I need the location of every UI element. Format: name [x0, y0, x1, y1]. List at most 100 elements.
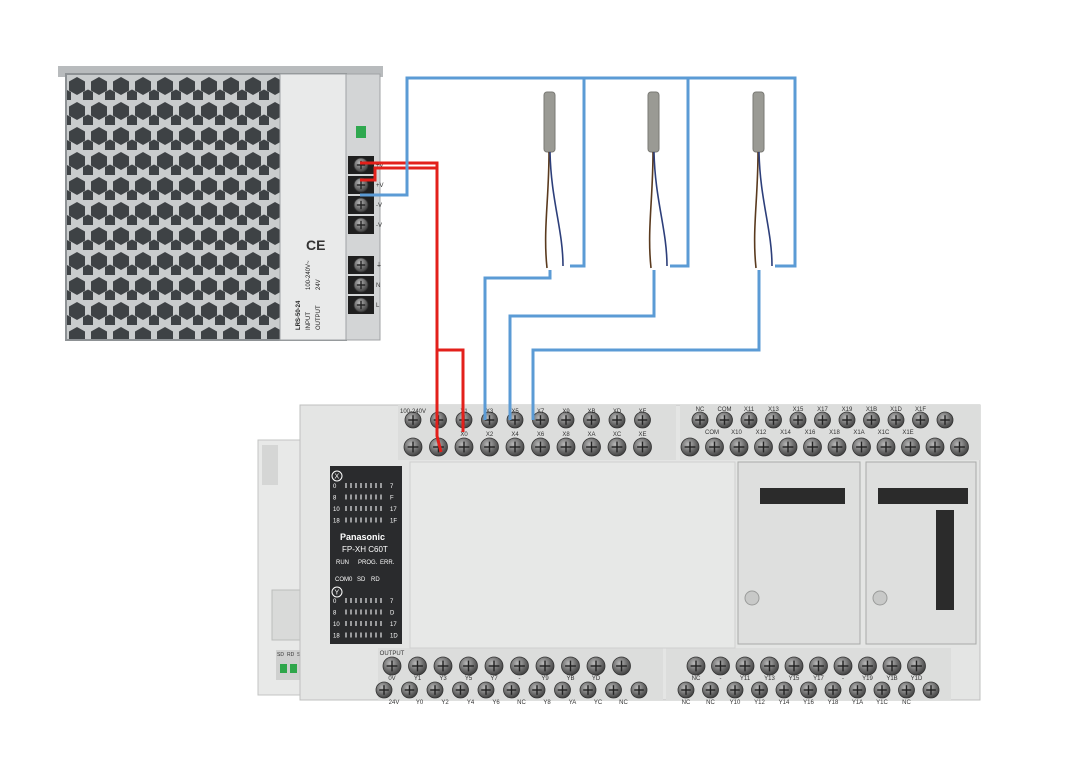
terminal-screw-icon	[950, 437, 969, 457]
led-row-start-label: 10	[333, 507, 340, 513]
terminal-label: Y11	[740, 676, 751, 682]
terminal-label: X1C	[878, 430, 890, 436]
terminal-label: Y2	[441, 700, 449, 706]
terminal-label: X18	[829, 430, 840, 436]
terminal-label: Y3	[439, 676, 447, 682]
terminal-screw-icon	[852, 437, 871, 457]
power-supply-terminals: +V+V-V-V⏚NL	[348, 156, 384, 314]
power-supply: LRS-50-24 INPUT 100-240V~ OUTPUT 24V CE …	[58, 66, 384, 341]
comm-terminal-label: RD	[287, 652, 295, 658]
terminal-label: XB	[587, 409, 595, 415]
terminal-screw-icon	[353, 297, 369, 313]
terminal-screw-icon	[561, 656, 580, 676]
terminal-screw-icon	[898, 681, 915, 699]
wires	[360, 76, 797, 453]
terminal-screw-icon	[480, 437, 499, 457]
terminal-screw-icon	[677, 681, 695, 699]
terminal-screw-icon	[633, 437, 652, 457]
led-row-start-label: 18	[333, 519, 340, 525]
terminal-label: Y6	[492, 700, 500, 706]
power-supply-top-rim	[58, 66, 383, 77]
terminal-label: X17	[817, 407, 828, 413]
terminal-screw-icon	[907, 656, 926, 676]
terminal-screw-icon	[702, 681, 719, 699]
terminal-label: NC	[696, 407, 705, 413]
output-label: OUTPUT	[380, 651, 405, 657]
comm-led-label: COM0	[335, 577, 353, 583]
terminal-label: 0V	[388, 676, 395, 682]
terminal-label: Y12	[754, 700, 765, 706]
ps-terminal-label: ⏚	[376, 262, 382, 269]
terminal-label: X5	[511, 409, 519, 415]
terminal-screw-icon	[608, 411, 626, 429]
blue-wire-signal-sensor-1	[483, 270, 552, 420]
terminal-screw-icon	[583, 411, 600, 429]
power-led-icon	[356, 126, 366, 138]
mount-hole-icon	[872, 590, 888, 606]
terminal-label: YD	[592, 676, 601, 682]
terminal-label: X10	[731, 430, 742, 436]
proximity-sensor-2	[647, 91, 668, 269]
terminal-screw-icon	[528, 681, 546, 699]
terminal-screw-icon	[452, 681, 469, 699]
terminal-screw-icon	[760, 656, 779, 676]
terminal-screw-icon	[353, 277, 369, 293]
led-row-end-label: 17	[390, 622, 397, 628]
terminal-label: X16	[805, 430, 816, 436]
x-block-badge	[331, 470, 343, 482]
terminal-screw-icon	[353, 257, 369, 273]
terminal-label: Y4	[467, 700, 475, 706]
terminal-label: COM	[705, 430, 719, 436]
terminal-screw-icon	[838, 411, 856, 429]
terminal-screw-icon	[901, 437, 920, 457]
terminal-screw-icon	[477, 681, 495, 699]
terminal-screw-icon	[531, 437, 550, 457]
power-supply-output-label: OUTPUT	[316, 305, 322, 330]
terminal-screw-icon	[691, 411, 709, 429]
terminal-label: X7	[537, 409, 545, 415]
terminal-label: COM	[718, 407, 732, 413]
terminal-label: NC	[682, 700, 691, 706]
terminal-screw-icon	[824, 681, 842, 699]
terminal-label: X13	[768, 407, 779, 413]
comm-led-label: RD	[371, 577, 380, 583]
terminal-label: 100-240V	[400, 409, 426, 415]
blue-wire-signal-sensor-3	[531, 270, 761, 420]
plc-model: FP-XH C60T	[342, 545, 388, 554]
terminal-label: Y18	[828, 700, 839, 706]
terminal-label: Y16	[803, 700, 814, 706]
terminal-screw-icon	[789, 411, 807, 429]
y-block-badge	[331, 586, 343, 598]
status-led-label: RUN	[336, 560, 349, 566]
plc-din-clip	[262, 445, 278, 485]
terminal-screw-icon	[375, 681, 393, 699]
terminal-screw-icon	[784, 656, 804, 676]
terminal-label: X1E	[902, 430, 913, 436]
terminal-label: Y14	[779, 700, 790, 706]
terminal-label: X14	[780, 430, 791, 436]
terminal-label: Y1	[414, 676, 422, 682]
x-block-label: X	[335, 474, 340, 481]
terminal-screw-icon	[454, 437, 474, 457]
led-row-start-label: 10	[333, 622, 340, 628]
terminal-screw-icon	[353, 217, 369, 233]
ps-terminal-label: +V	[376, 183, 384, 189]
terminal-screw-icon	[353, 197, 369, 213]
led-row-start-label: 8	[333, 496, 337, 502]
terminal-screw-icon	[401, 681, 418, 699]
terminal-screw-icon	[754, 437, 773, 457]
terminal-screw-icon	[729, 437, 749, 457]
terminal-label: XE	[638, 432, 646, 438]
terminal-screw-icon	[505, 437, 525, 457]
led-row-start-label: 18	[333, 634, 340, 640]
terminal-label: NC	[902, 700, 911, 706]
terminal-label: X4	[511, 432, 519, 438]
terminal-screw-icon	[607, 437, 627, 457]
led-row-start-label: 0	[333, 599, 337, 605]
terminal-label: X19	[842, 407, 853, 413]
ps-terminal-label: -V	[376, 223, 382, 229]
